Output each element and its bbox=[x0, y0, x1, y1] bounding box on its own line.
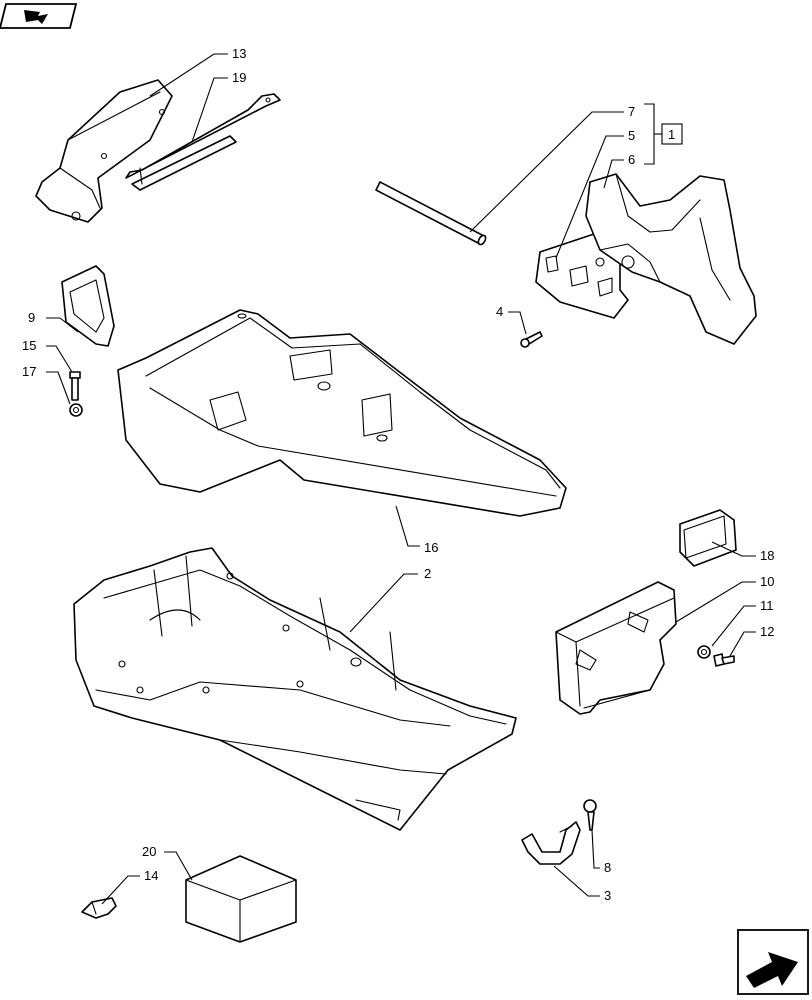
part-19-bracket-strip bbox=[125, 93, 281, 191]
callout-11: 11 bbox=[760, 598, 774, 613]
part-9-plate bbox=[61, 265, 115, 347]
callout-4: 4 bbox=[496, 304, 503, 319]
part-2-lower-housing bbox=[73, 547, 517, 831]
callout-18: 18 bbox=[760, 548, 774, 563]
part-18-plug bbox=[679, 509, 737, 567]
part-16-upper-housing bbox=[117, 309, 567, 517]
part-15-bolt bbox=[69, 371, 81, 401]
callout-2: 2 bbox=[424, 566, 431, 581]
callout-8: 8 bbox=[604, 860, 611, 875]
leader-lines bbox=[46, 53, 756, 905]
part-11-washer bbox=[697, 645, 711, 659]
callout-3: 3 bbox=[604, 888, 611, 903]
callout-labels: 13 19 7 5 6 1 4 9 15 17 16 2 18 10 11 12… bbox=[22, 46, 774, 903]
callout-17: 17 bbox=[22, 364, 36, 379]
part-13-armrest-cover bbox=[35, 79, 173, 223]
callout-1-box: 1 bbox=[661, 123, 683, 145]
part-5-6-mounting-bracket bbox=[535, 173, 757, 345]
part-3-clamp bbox=[521, 821, 581, 865]
part-4-screw bbox=[520, 331, 543, 348]
callout-13: 13 bbox=[232, 46, 246, 61]
callout-1: 1 bbox=[668, 127, 675, 142]
part-7-rod bbox=[375, 181, 487, 246]
part-17-washer bbox=[69, 403, 83, 417]
part-20-box bbox=[185, 855, 297, 943]
parts-catalog-forward-icon[interactable] bbox=[0, 3, 78, 29]
callout-9: 9 bbox=[28, 310, 35, 325]
callout-12: 12 bbox=[760, 624, 774, 639]
part-8-screw bbox=[583, 799, 597, 831]
callout-5: 5 bbox=[628, 128, 635, 143]
part-14-clip bbox=[81, 897, 117, 919]
callout-15: 15 bbox=[22, 338, 36, 353]
callout-19: 19 bbox=[232, 70, 246, 85]
callout-20: 20 bbox=[142, 844, 156, 859]
callout-10: 10 bbox=[760, 574, 774, 589]
callout-7: 7 bbox=[628, 104, 635, 119]
part-10-cover bbox=[555, 581, 677, 715]
next-page-arrow-icon[interactable] bbox=[737, 929, 809, 995]
part-12-bolt bbox=[713, 653, 735, 667]
callout-14: 14 bbox=[144, 868, 158, 883]
callout-16: 16 bbox=[424, 540, 438, 555]
callout-6: 6 bbox=[628, 152, 635, 167]
